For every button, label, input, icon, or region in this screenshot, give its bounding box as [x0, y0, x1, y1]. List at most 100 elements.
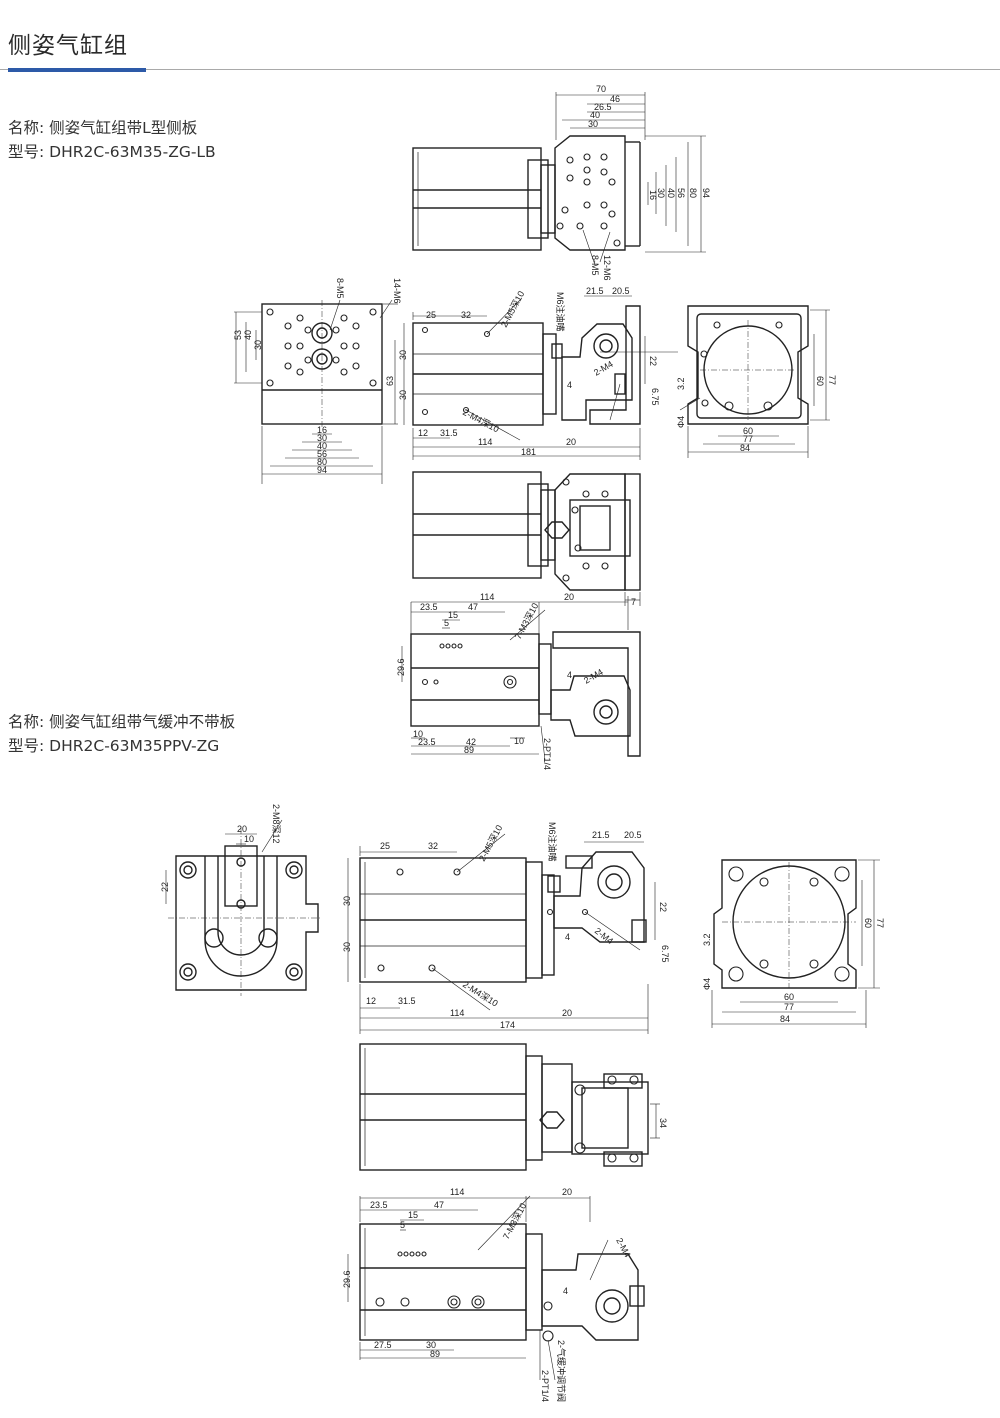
dim-b20-5: 20.5: [624, 830, 642, 840]
dim-f10: 10: [244, 834, 254, 844]
dim-b56: 56: [317, 449, 327, 459]
drawing-a-top-view: 70 46 26.5 40 30 94 80 56 40 30 16 8-M5 …: [412, 84, 711, 281]
dim-f22: 22: [160, 882, 170, 892]
dim-b114: 114: [450, 1008, 464, 1018]
dim-t114: 114: [480, 592, 494, 602]
dim-f20: 20: [237, 824, 247, 834]
dim-b6-75: 6.75: [660, 945, 670, 963]
label-buffer-valve: 2-气缓冲调节阀: [556, 1340, 567, 1402]
dim-b20: 20: [562, 1008, 572, 1018]
dim-40: 40: [590, 110, 600, 120]
dim-4: 4: [567, 380, 572, 390]
page-header: 侧姿气缸组: [0, 0, 1000, 74]
dim-b2-m4: 2-M4: [593, 926, 615, 947]
dim-77: 77: [827, 375, 837, 385]
dim-181: 181: [521, 447, 536, 457]
dim-34: 34: [658, 1118, 668, 1128]
dim-3-2: 3.2: [676, 377, 686, 390]
dim-b16: 16: [317, 425, 327, 435]
dim-t4: 4: [567, 670, 572, 680]
product1-name: 名称: 侧姿气缸组带L型侧板: [8, 119, 198, 137]
dim-t10-right: 10: [514, 736, 524, 746]
product1-model: 型号: DHR2C-63M35-ZG-LB: [8, 143, 216, 161]
dim-g30: 30: [426, 1340, 436, 1350]
dim-g4: 4: [563, 1286, 568, 1296]
product2-model: 型号: DHR2C-63M35PPV-ZG: [8, 737, 220, 755]
dim-7-m3-depth: 7-M3深10: [513, 601, 540, 641]
dim-b32: 32: [428, 841, 438, 851]
product2-name: 名称: 侧姿气缸组带气缓冲不带板: [8, 713, 236, 731]
dim-94: 94: [701, 188, 711, 198]
dim-56: 56: [676, 188, 686, 198]
dim-g89: 89: [430, 1349, 440, 1359]
dim-t15: 15: [448, 610, 458, 620]
dim-bw84: 84: [780, 1014, 790, 1024]
dim-53: 53: [233, 330, 243, 340]
dim-b40: 40: [317, 441, 327, 451]
label-b-m6-oil-nipple: M6注油嘴: [547, 822, 558, 862]
dim-t5: 5: [444, 618, 449, 628]
dim-114: 114: [478, 437, 492, 447]
dim-b77: 77: [875, 918, 885, 928]
dim-g47: 47: [434, 1200, 444, 1210]
dim-t10-left: 10: [413, 729, 423, 739]
drawing-a-clamp-top: 7: [412, 471, 641, 607]
dim-t23-5: 23.5: [420, 602, 438, 612]
product2-info: 名称: 侧姿气缸组带气缓冲不带板 型号: DHR2C-63M35PPV-ZG: [8, 710, 235, 758]
header-accent-bar: [8, 68, 146, 72]
dim-22: 22: [648, 356, 658, 366]
dim-b2-m4-depth: 2-M4深10: [461, 979, 500, 1008]
drawing-a-bottom-side: 114 20 23.5 47 15 5 7-M3深10 29.6 2-M4 4 …: [396, 592, 641, 770]
dim-26-5: 26.5: [594, 102, 612, 112]
dim-30-end: 30: [253, 340, 263, 350]
dim-30-upper: 30: [398, 350, 408, 360]
drawing-b-front-view: 77 60 3.2 Φ4 60 77 84: [702, 859, 885, 1028]
page-title: 侧姿气缸组: [8, 33, 128, 59]
dim-b31-5: 31.5: [398, 996, 416, 1006]
dim-2-m4: 2-M4: [592, 359, 615, 378]
dim-14-m6: 14-M6: [392, 278, 402, 304]
dim-g2-m4: 2-M4: [614, 1236, 632, 1259]
dim-30-lower: 30: [398, 390, 408, 400]
dim-21-5: 21.5: [586, 286, 604, 296]
dim-8-m5: 8-M5: [590, 255, 600, 276]
dim-bw77: 77: [784, 1002, 794, 1012]
dim-g114: 114: [450, 1187, 464, 1197]
label-g-2-pt1-4: 2-PT1/4: [540, 1370, 550, 1402]
dim-46: 46: [610, 94, 620, 104]
dim-8-m5-end: 8-M5: [335, 278, 345, 299]
dim-b60-v: 60: [863, 918, 873, 928]
dim-b94: 94: [317, 465, 327, 475]
drawing-b-bottom-side: 114 20 23.5 47 15 5 7-M3深10 29.6 2-M4 4 …: [342, 1187, 645, 1402]
dim-g29-6: 29.6: [342, 1270, 352, 1288]
dim-g27-5: 27.5: [374, 1340, 392, 1350]
dim-b25: 25: [380, 841, 390, 851]
dim-w84: 84: [740, 443, 750, 453]
dim-b30: 30: [317, 433, 327, 443]
dim-2-m8-depth: 2-M8深12: [271, 804, 281, 844]
dim-b-phi4: Φ4: [702, 978, 712, 990]
drawing-a-side-view: 25 32 2-M5深10 M6注油嘴 21.5 20.5 22 6.75 2-…: [398, 286, 678, 460]
dim-70: 70: [596, 84, 606, 94]
dim-25: 25: [426, 310, 436, 320]
dim-g-7-m3-depth: 7-M3深10: [501, 1201, 528, 1241]
dim-80: 80: [688, 188, 698, 198]
dim-2-m4-depth: 2-M4深10: [461, 407, 501, 434]
dim-63: 63: [385, 376, 395, 386]
dim-20: 20: [566, 437, 576, 447]
dim-20-5: 20.5: [612, 286, 630, 296]
header-divider: [0, 69, 1000, 70]
dim-31-5: 31.5: [440, 428, 458, 438]
drawing-a-front-view: 77 60 3.2 Φ4 60 77 84: [676, 305, 837, 458]
dim-60-v: 60: [815, 376, 825, 386]
dim-6-75: 6.75: [650, 388, 660, 406]
dim-t89: 89: [464, 745, 474, 755]
dim-t20: 20: [564, 592, 574, 602]
dim-30-v: 30: [656, 188, 666, 198]
dim-t7: 7: [631, 597, 636, 607]
dim-b3-2: 3.2: [702, 933, 712, 946]
dim-16: 16: [648, 190, 658, 200]
dim-t42: 42: [466, 737, 476, 747]
product1-info: 名称: 侧姿气缸组带L型侧板 型号: DHR2C-63M35-ZG-LB: [8, 116, 216, 164]
